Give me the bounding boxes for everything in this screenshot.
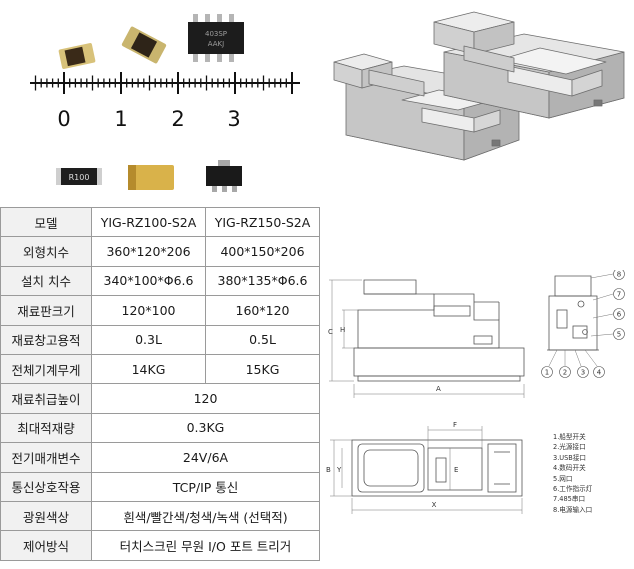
callout-3: 3 [581, 369, 585, 377]
drawing-side-view: 8 7 6 5 1 2 3 4 [541, 270, 625, 378]
chip-top-mark-2: AAKJ [208, 40, 224, 48]
ruler-number-3: 3 [227, 107, 240, 131]
dim-e-label: E [454, 466, 458, 474]
row-label: 재료취급높이 [0, 383, 92, 414]
row-value: 120 [91, 383, 320, 414]
row-value-model1: 120*100 [91, 295, 206, 326]
row-value: 흰색/빨간색/청색/녹색 (선택적) [91, 500, 320, 532]
row-label: 제어방식 [0, 530, 92, 561]
dim-a-label: A [436, 385, 441, 393]
row-value-model2: 160*120 [205, 295, 320, 326]
row-value-model2: 0.5L [205, 324, 320, 355]
row-label: 외형치수 [0, 236, 92, 267]
dim-h-label: H [340, 326, 345, 334]
callout-4: 4 [597, 369, 602, 377]
row-label: 전기매개변수 [0, 442, 92, 473]
ruler-number-1: 1 [114, 107, 127, 131]
legend-item: 6.工作指示灯 [553, 485, 593, 494]
row-label: 재료창고용적 [0, 324, 92, 355]
legend-item: 1.船型开关 [553, 433, 586, 441]
row-value-model1: 340*100*Φ6.6 [91, 265, 206, 297]
port-legend: 1.船型开关 2.光源接口 3.USB接口 4.数码开关 5.网口 6.工作指示… [553, 432, 634, 515]
dim-c-label: C [328, 328, 333, 336]
callout-2: 2 [563, 369, 567, 377]
dim-y-label: Y [336, 466, 342, 474]
chip-bottom-mark: R100 [69, 173, 90, 182]
callout-7: 7 [617, 291, 621, 299]
table-header-label: 모델 [0, 206, 92, 238]
table-header-model2: YIG-RZ150-S2A [205, 206, 320, 238]
row-value: 24V/6A [91, 442, 320, 473]
row-value-model1: 0.3L [91, 324, 206, 355]
row-label: 통신상호작용 [0, 471, 92, 502]
ruler-number-0: 0 [57, 107, 70, 131]
ruler [30, 72, 300, 94]
row-value-model2: 400*150*206 [205, 236, 320, 267]
spec-table: 모델 YIG-RZ100-S2A YIG-RZ150-S2A 외형치수 360*… [0, 206, 320, 561]
chip-soic: 403SP AAKJ [188, 14, 244, 62]
machine-right [433, 11, 625, 119]
table-header-row: 모델 YIG-RZ100-S2A YIG-RZ150-S2A [0, 206, 320, 238]
row-value-model1: 14KG [91, 353, 206, 385]
table-header-model1: YIG-RZ100-S2A [91, 206, 206, 238]
table-row: 설치 치수 340*100*Φ6.6 380*135*Φ6.6 [0, 265, 320, 297]
table-row: 재료판크기 120*100 160*120 [0, 295, 320, 326]
legend-item: 2.光源接口 [553, 443, 586, 452]
chip-diode [121, 26, 167, 64]
component-photo: 403SP AAKJ 0 1 2 3 R100 [0, 0, 318, 205]
table-row-merged: 재료취급높이 120 [0, 383, 320, 414]
chip-resistor-bottom: R100 [56, 168, 102, 185]
row-value: 터치스크린 무원 I/O 포트 트리거 [91, 530, 320, 561]
callout-6: 6 [617, 311, 622, 319]
table-row-merged: 전기매개변수 24V/6A [0, 442, 320, 473]
legend-item: 8.电源输入口 [553, 505, 593, 514]
dim-b-label: B [326, 466, 331, 474]
chip-top-mark-1: 403SP [205, 30, 227, 38]
table-row-merged: 광원색상 흰색/빨간색/청색/녹색 (선택적) [0, 500, 320, 532]
drawing-top-view: F E B Y X [326, 421, 523, 514]
chip-resistor-small [58, 43, 96, 69]
legend-item: 4.数码开关 [553, 464, 586, 473]
callout-5: 5 [617, 331, 621, 339]
ruler-number-2: 2 [171, 107, 184, 131]
row-label: 설치 치수 [0, 265, 92, 297]
dim-x-label: X [432, 501, 437, 509]
machine-3d-render [324, 0, 634, 205]
table-row: 전체기계무게 14KG 15KG [0, 353, 320, 385]
dim-f-label: F [453, 421, 457, 429]
legend-item: 7.485串口 [553, 495, 586, 504]
legend-item: 5.网口 [553, 474, 573, 483]
chip-capacitor-bottom [128, 165, 174, 190]
row-label: 최대적재량 [0, 412, 92, 444]
machine-left [333, 53, 520, 161]
callout-1: 1 [545, 369, 549, 377]
drawing-front-view: C H A [328, 279, 525, 398]
table-row: 외형치수 360*120*206 400*150*206 [0, 236, 320, 267]
row-value-model1: 360*120*206 [91, 236, 206, 267]
chip-sot-bottom [206, 160, 242, 192]
callout-8: 8 [617, 271, 621, 279]
row-label: 전체기계무게 [0, 353, 92, 385]
table-row: 재료창고용적 0.3L 0.5L [0, 324, 320, 355]
legend-item: 3.USB接口 [553, 453, 587, 462]
table-row-merged: 최대적재량 0.3KG [0, 412, 320, 444]
row-label: 재료판크기 [0, 295, 92, 326]
row-value: 0.3KG [91, 412, 320, 444]
row-label: 광원색상 [0, 500, 92, 532]
table-row-merged: 통신상호작용 TCP/IP 통신 [0, 471, 320, 502]
row-value-model2: 15KG [205, 353, 320, 385]
row-value-model2: 380*135*Φ6.6 [205, 265, 320, 297]
row-value: TCP/IP 통신 [91, 471, 320, 502]
table-row-merged: 제어방식 터치스크린 무원 I/O 포트 트리거 [0, 530, 320, 561]
